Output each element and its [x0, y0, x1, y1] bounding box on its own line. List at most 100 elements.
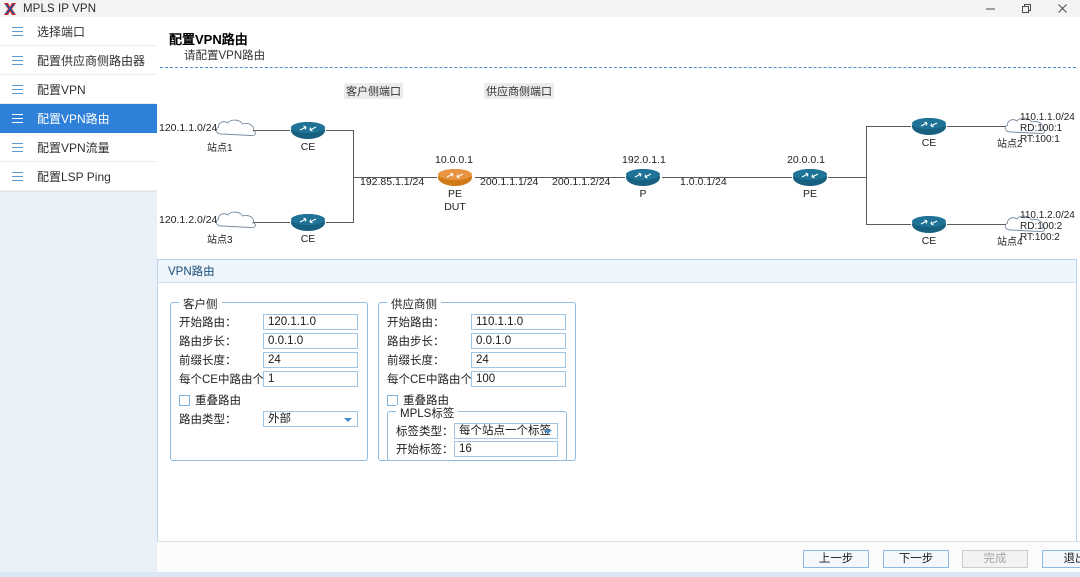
prefix-length-input[interactable] [471, 352, 566, 368]
link-bus-pedut [353, 177, 437, 178]
sidebar-nav-list: 选择端口 配置供应商侧路由器 配置VPN 配置VPN路由 配置VPN流量 配置L… [0, 17, 157, 192]
provider-side-group: 供应商侧 开始路由： 路由步长： 前缀长度： 每个CE中路由个数： [378, 296, 576, 461]
overlap-route-checkbox[interactable] [387, 394, 398, 406]
label-site2-rd: RD:100:1 [1020, 123, 1063, 134]
label-pe-right: PE [802, 188, 817, 200]
label-site1-network: 120.1.1.0/24 [159, 122, 218, 134]
menu-icon [12, 26, 23, 36]
vpn-route-panel: VPN路由 客户侧 开始路由： 路由步长： 前缀长度： 每个CE中路由个数 [157, 259, 1077, 551]
row-label-type: 标签类型： 每个站点一个标签 [396, 423, 558, 439]
start-route-label: 开始路由： [387, 317, 445, 329]
row-routes-per-ce: 每个CE中路由个数： [179, 371, 358, 387]
label-site4-rd: RD:100:2 [1020, 221, 1063, 232]
label-type-select[interactable]: 每个站点一个标签 [454, 423, 558, 439]
sidebar-item-select-port[interactable]: 选择端口 [0, 17, 157, 46]
routes-per-ce-label: 每个CE中路由个数： [179, 374, 287, 386]
overlap-route-label: 重叠路由 [195, 395, 241, 407]
mpls-label-group: MPLS标签 标签类型： 每个站点一个标签 开始标签： [387, 405, 567, 461]
next-step-button[interactable]: 下一步 [883, 550, 949, 568]
minimize-icon[interactable] [972, 0, 1008, 17]
ixia-x-logo-icon [2, 2, 18, 16]
label-type-value: 每个站点一个标签 [459, 425, 551, 437]
prefix-length-label: 前缀长度： [387, 355, 445, 367]
sidebar-item-provider-router[interactable]: 配置供应商侧路由器 [0, 46, 157, 75]
row-route-step: 路由步长： [387, 333, 566, 349]
sidebar-item-configure-vpn-traffic[interactable]: 配置VPN流量 [0, 133, 157, 162]
finish-button: 完成 [962, 550, 1028, 568]
row-start-route: 开始路由： [179, 314, 358, 330]
menu-icon [12, 113, 23, 123]
sidebar-item-label: 配置供应商侧路由器 [37, 53, 146, 68]
sidebar-item-configure-vpn[interactable]: 配置VPN [0, 75, 157, 104]
page-subtitle: 请配置VPN路由 [184, 50, 266, 62]
label-site2-name: 站点2 [997, 139, 1023, 150]
cloud-site2-icon [1002, 116, 1048, 139]
row-routes-per-ce: 每个CE中路由个数： [387, 371, 566, 387]
sidebar-item-configure-lsp-ping[interactable]: 配置LSP Ping [0, 162, 157, 191]
router-pe-right-icon [792, 168, 828, 187]
window-title: MPLS IP VPN [23, 2, 97, 15]
label-site3-network: 120.1.2.0/24 [159, 214, 218, 226]
router-p-icon [625, 168, 661, 187]
route-step-input[interactable] [263, 333, 358, 349]
route-step-input[interactable] [471, 333, 566, 349]
vpn-panel-title: VPN路由 [158, 260, 1076, 283]
start-route-input[interactable] [471, 314, 566, 330]
link-ce-site2 [947, 126, 1007, 127]
mpls-label-legend: MPLS标签 [396, 405, 459, 421]
label-ce-bottom-left: CE [300, 233, 316, 245]
start-route-input[interactable] [263, 314, 358, 330]
route-type-select[interactable]: 外部 [263, 411, 358, 427]
link-pedut-p [475, 177, 625, 178]
sidebar-item-label: 选择端口 [37, 24, 86, 39]
label-site3-name: 站点3 [207, 235, 233, 246]
router-ce-top-left-icon [290, 121, 326, 140]
row-start-label: 开始标签： [396, 441, 558, 457]
link-site1-ce [227, 130, 290, 131]
label-pe-dut-ip: 10.0.0.1 [435, 154, 473, 166]
row-prefix-length: 前缀长度： [179, 352, 358, 368]
prefix-length-input[interactable] [263, 352, 358, 368]
customer-side-group: 客户侧 开始路由： 路由步长： 前缀长度： 每个CE中路由个数： [170, 296, 368, 461]
provider-side-legend: 供应商侧 [387, 296, 441, 312]
close-icon[interactable] [1044, 0, 1080, 17]
overlap-route-checkbox[interactable] [179, 394, 190, 406]
route-type-value: 外部 [268, 413, 291, 425]
routes-per-ce-input[interactable] [263, 371, 358, 387]
exit-button[interactable]: 退出 [1042, 550, 1080, 568]
sidebar-item-label: 配置VPN路由 [37, 111, 110, 126]
router-ce-bottom-right-icon [911, 215, 947, 234]
menu-icon [12, 55, 23, 65]
route-type-label: 路由类型： [179, 414, 237, 426]
chevron-down-icon [344, 418, 352, 422]
overlap-route-label: 重叠路由 [403, 395, 449, 407]
restore-icon[interactable] [1008, 0, 1044, 17]
label-pe-right-ip: 20.0.0.1 [787, 154, 825, 166]
overlap-route-checkbox-row[interactable]: 重叠路由 [387, 392, 449, 408]
wizard-footer: 上一步 下一步 完成 退出 [157, 541, 1080, 577]
label-ce-bottom-right: CE [921, 235, 937, 247]
zone-label-customer-port: 客户侧端口 [344, 83, 403, 99]
start-label-input[interactable] [454, 441, 558, 457]
overlap-route-checkbox-row[interactable]: 重叠路由 [179, 392, 241, 408]
zone-label-provider-port: 供应商侧端口 [484, 83, 554, 99]
label-site1-name: 站点1 [207, 143, 233, 154]
route-step-label: 路由步长： [387, 336, 445, 348]
router-ce-top-right-icon [911, 117, 947, 136]
link-bus-left [353, 130, 354, 223]
previous-step-button[interactable]: 上一步 [803, 550, 869, 568]
label-site4-rt: RT:100:2 [1020, 232, 1060, 243]
link-pe-bus [828, 177, 867, 178]
link-ce-bus-top [326, 130, 354, 131]
routes-per-ce-input[interactable] [471, 371, 566, 387]
sidebar-item-configure-vpn-route[interactable]: 配置VPN路由 [0, 104, 157, 133]
cloud-site3-icon [213, 210, 259, 233]
link-bus-right [866, 126, 867, 225]
row-prefix-length: 前缀长度： [387, 352, 566, 368]
sidebar-item-label: 配置VPN [37, 82, 86, 97]
menu-icon [12, 84, 23, 94]
link-label-192-85: 192.85.1.1/24 [360, 176, 425, 188]
link-ce-bus-bottom [326, 222, 354, 223]
router-pe-dut-icon [437, 168, 473, 187]
